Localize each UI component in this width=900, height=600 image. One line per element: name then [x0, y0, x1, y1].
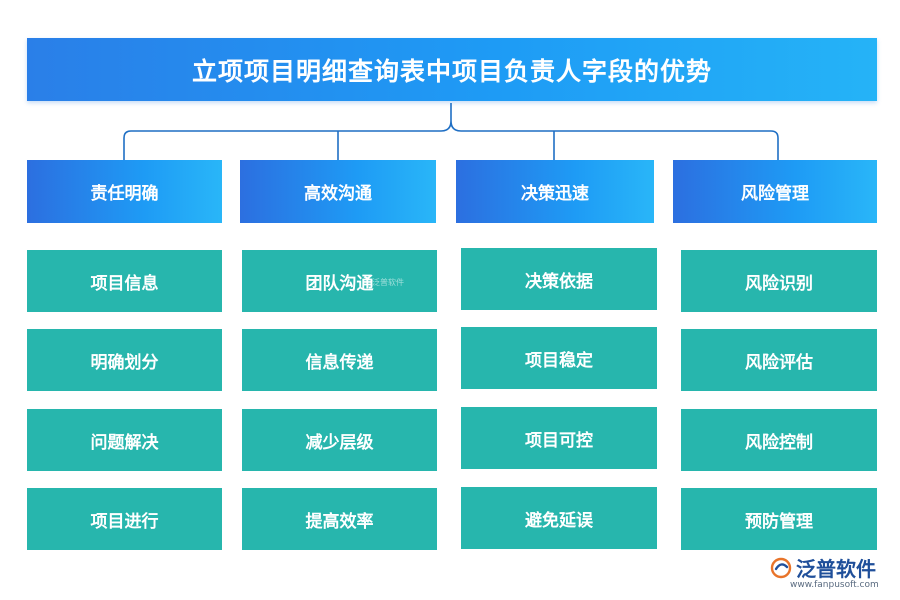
column-3-item-2: 项目稳定: [461, 327, 657, 389]
column-1-item-3: 问题解决: [27, 409, 222, 471]
column-4-item-2: 风险评估: [681, 329, 877, 391]
column-2-item-2: 信息传递: [242, 329, 437, 391]
column-header-3: 决策迅速: [456, 160, 654, 223]
brace-connector-path: [123, 103, 779, 160]
diagram-title: 立项项目明细查询表中项目负责人字段的优势: [27, 38, 877, 101]
column-4-item-3: 风险控制: [681, 409, 877, 471]
brand-logo-icon: [770, 557, 792, 578]
brand-logo: 泛普软件: [770, 553, 876, 582]
column-2-item-4: 提高效率: [242, 488, 437, 550]
column-4-item-1: 风险识别: [681, 250, 877, 312]
column-1-item-4: 项目进行: [27, 488, 222, 550]
column-header-2: 高效沟通: [240, 160, 436, 223]
column-3-item-3: 项目可控: [461, 407, 657, 469]
column-3-item-4: 避免延误: [461, 487, 657, 549]
column-2-item-1: 团队沟通: [242, 250, 437, 312]
column-1-item-1: 项目信息: [27, 250, 222, 312]
column-header-4: 风险管理: [673, 160, 877, 223]
inline-watermark: 泛普软件: [372, 278, 404, 287]
column-header-1: 责任明确: [27, 160, 222, 223]
column-2-item-3: 减少层级: [242, 409, 437, 471]
column-1-item-2: 明确划分: [27, 329, 222, 391]
brand-logo-text: 泛普软件: [796, 557, 876, 581]
column-3-item-1: 决策依据: [461, 248, 657, 310]
column-4-item-4: 预防管理: [681, 488, 877, 550]
brand-url: www.fanpusoft.com: [790, 580, 879, 590]
